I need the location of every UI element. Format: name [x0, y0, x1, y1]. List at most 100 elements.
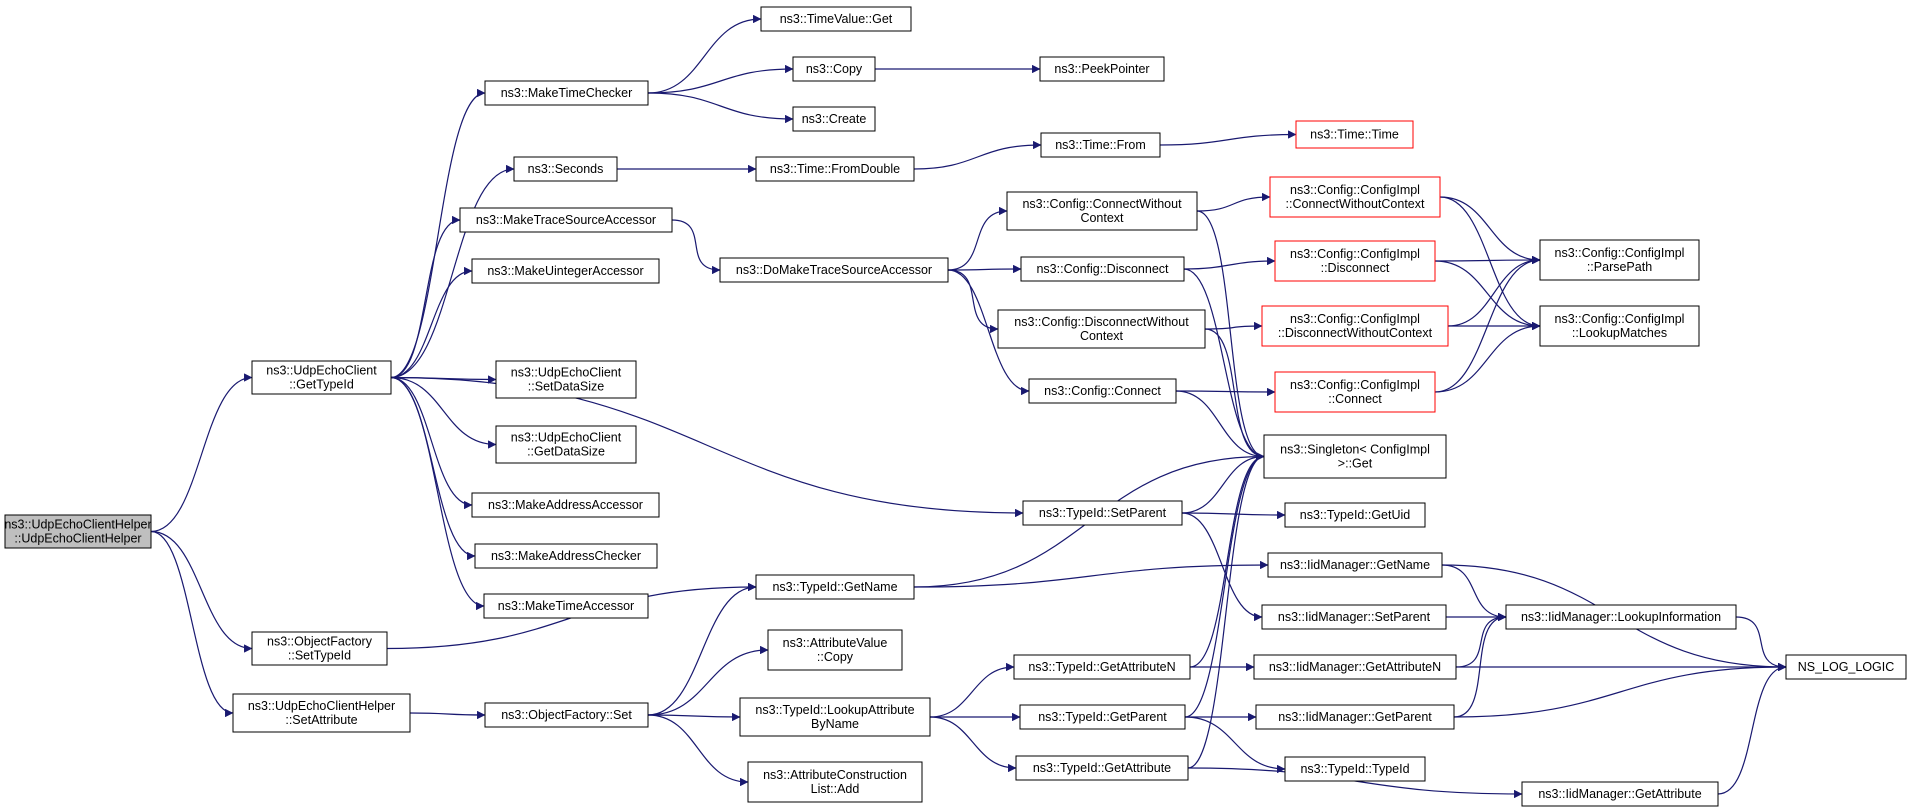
node-box-getattrn — [1013, 654, 1191, 680]
node-typeidtypeid[interactable]: ns3::TypeId::TypeId — [1284, 756, 1426, 782]
node-nslog[interactable]: NS_LOG_LOGIC — [1785, 654, 1907, 680]
node-box-create — [792, 106, 876, 132]
node-cfgconn[interactable]: ns3::Config::Connect — [1028, 378, 1177, 404]
node-label-implconnwc-1: ::ConnectWithoutContext — [1286, 197, 1425, 211]
edge-getparent-to-typeidtypeid — [1184, 716, 1286, 774]
node-gettypeid[interactable]: ns3::UdpEchoClient::GetTypeId — [251, 360, 392, 395]
node-box-lookupattr — [739, 697, 931, 737]
edge-ofset-to-attrconstr — [647, 714, 749, 787]
node-iidgetattr[interactable]: ns3::IidManager::GetAttribute — [1521, 781, 1719, 807]
node-label-maketracesrc-0: ns3::MakeTraceSourceAccessor — [476, 213, 656, 227]
edge-getparent-to-singleton — [1184, 452, 1265, 718]
node-box-impldisc — [1274, 240, 1436, 282]
node-label-attrconstr-1: List::Add — [811, 782, 860, 796]
node-copy[interactable]: ns3::Copy — [792, 56, 876, 82]
node-fromdouble[interactable]: ns3::Time::FromDouble — [755, 156, 915, 182]
node-setparent[interactable]: ns3::TypeId::SetParent — [1022, 500, 1183, 526]
node-seconds[interactable]: ns3::Seconds — [513, 156, 618, 182]
node-box-helpersetattr — [232, 693, 411, 733]
node-attrvalcopy[interactable]: ns3::AttributeValue::Copy — [767, 629, 903, 671]
node-box-makeuinteger — [471, 258, 660, 284]
node-label-fromdouble-0: ns3::Time::FromDouble — [770, 162, 900, 176]
node-lookupmatches[interactable]: ns3::Config::ConfigImpl::LookupMatches — [1539, 305, 1700, 347]
node-label-implconnwc-0: ns3::Config::ConfigImpl — [1290, 183, 1420, 197]
edge-lookupinfo-to-nslog — [1735, 616, 1787, 672]
node-timevalueget[interactable]: ns3::TimeValue::Get — [760, 6, 912, 32]
edge-maketimechecker-to-copy — [647, 64, 794, 94]
node-root[interactable]: ns3::UdpEchoClientHelper::UdpEchoClientH… — [4, 514, 152, 549]
node-box-seconds — [513, 156, 618, 182]
node-lookupinfo[interactable]: ns3::IidManager::LookupInformation — [1505, 604, 1737, 630]
node-cfgconnwc[interactable]: ns3::Config::ConnectWithoutContext — [1006, 191, 1198, 231]
node-getuid[interactable]: ns3::TypeId::GetUid — [1284, 502, 1426, 528]
node-maketimeacc[interactable]: ns3::MakeTimeAccessor — [483, 593, 649, 619]
node-makeuinteger[interactable]: ns3::MakeUintegerAccessor — [471, 258, 660, 284]
node-label-maketimechecker-0: ns3::MakeTimeChecker — [501, 86, 633, 100]
edge-gettypeid-to-maketimechecker — [390, 88, 486, 379]
node-getattr[interactable]: ns3::TypeId::GetAttribute — [1015, 755, 1189, 781]
edge-lookupattr-to-getattrn — [929, 662, 1015, 718]
edge-cfgconn-to-implconn — [1175, 387, 1276, 397]
node-box-getdatasize — [495, 425, 637, 464]
node-maketimechecker[interactable]: ns3::MakeTimeChecker — [484, 80, 649, 106]
node-box-lookupinfo — [1505, 604, 1737, 630]
edge-gettypeid-to-makeuinteger — [390, 266, 473, 379]
node-box-ofset — [484, 702, 649, 728]
node-iidgetparent[interactable]: ns3::IidManager::GetParent — [1255, 704, 1455, 730]
node-timefrom[interactable]: ns3::Time::From — [1040, 132, 1161, 158]
node-label-impldisc-0: ns3::Config::ConfigImpl — [1290, 247, 1420, 261]
node-impldiscwc[interactable]: ns3::Config::ConfigImpl::DisconnectWitho… — [1261, 305, 1449, 347]
node-label-cfgconnwc-0: ns3::Config::ConnectWithout — [1022, 197, 1182, 211]
node-iidgetname[interactable]: ns3::IidManager::GetName — [1267, 552, 1443, 578]
node-box-peekpointer — [1039, 56, 1165, 82]
node-parsepath[interactable]: ns3::Config::ConfigImpl::ParsePath — [1539, 239, 1700, 281]
node-label-typeidtypeid-0: ns3::TypeId::TypeId — [1300, 762, 1409, 776]
node-implconnwc[interactable]: ns3::Config::ConfigImpl::ConnectWithoutC… — [1269, 176, 1441, 218]
node-label-getattr-0: ns3::TypeId::GetAttribute — [1033, 761, 1171, 775]
node-ofset[interactable]: ns3::ObjectFactory::Set — [484, 702, 649, 728]
node-implconn[interactable]: ns3::Config::ConfigImpl::Connect — [1274, 371, 1436, 413]
node-label-lookupattr-0: ns3::TypeId::LookupAttribute — [755, 703, 914, 717]
node-cfgdisc[interactable]: ns3::Config::Disconnect — [1020, 256, 1185, 282]
node-getparent[interactable]: ns3::TypeId::GetParent — [1019, 704, 1186, 730]
node-create[interactable]: ns3::Create — [792, 106, 876, 132]
call-edges — [150, 14, 1787, 799]
node-iidgetattrn[interactable]: ns3::IidManager::GetAttributeN — [1253, 654, 1457, 680]
node-label-root-1: ::UdpEchoClientHelper — [14, 532, 141, 546]
edge-gettypeid-to-maketimeacc — [390, 376, 485, 611]
node-maketracesrc[interactable]: ns3::MakeTraceSourceAccessor — [459, 207, 673, 233]
node-getattrn[interactable]: ns3::TypeId::GetAttributeN — [1013, 654, 1191, 680]
node-setdatasize[interactable]: ns3::UdpEchoClient::SetDataSize — [495, 360, 637, 399]
node-box-iidgetattrn — [1253, 654, 1457, 680]
node-box-timetime — [1295, 120, 1414, 149]
node-getname[interactable]: ns3::TypeId::GetName — [755, 574, 915, 600]
node-timetime[interactable]: ns3::Time::Time — [1295, 120, 1414, 149]
node-getdatasize[interactable]: ns3::UdpEchoClient::GetDataSize — [495, 425, 637, 464]
node-cfgdiscwc[interactable]: ns3::Config::DisconnectWithoutContext — [997, 309, 1206, 349]
node-makeaddrchk[interactable]: ns3::MakeAddressChecker — [474, 543, 658, 569]
node-singleton[interactable]: ns3::Singleton< ConfigImpl>::Get — [1263, 434, 1447, 479]
node-makeaddracc[interactable]: ns3::MakeAddressAccessor — [471, 492, 660, 518]
node-helpersetattr[interactable]: ns3::UdpEchoClientHelper::SetAttribute — [232, 693, 411, 733]
node-peekpointer[interactable]: ns3::PeekPointer — [1039, 56, 1165, 82]
node-label-getdatasize-0: ns3::UdpEchoClient — [511, 431, 622, 445]
node-impldisc[interactable]: ns3::Config::ConfigImpl::Disconnect — [1274, 240, 1436, 282]
edge-setparent-to-getuid — [1181, 510, 1286, 520]
node-box-cfgdiscwc — [997, 309, 1206, 349]
node-label-attrconstr-0: ns3::AttributeConstruction — [763, 768, 907, 782]
edge-domaketrace-to-cfgconnwc — [947, 206, 1008, 271]
node-domaketrace[interactable]: ns3::DoMakeTraceSourceAccessor — [719, 257, 949, 283]
edge-implconnwc-to-parsepath — [1439, 196, 1541, 265]
edge-ofset-to-lookupattr — [647, 712, 741, 722]
node-ofsettypeid[interactable]: ns3::ObjectFactory::SetTypeId — [251, 631, 388, 666]
node-label-impldiscwc-0: ns3::Config::ConfigImpl — [1290, 312, 1420, 326]
node-box-iidsetparent — [1261, 604, 1447, 630]
edge-gettypeid-to-getdatasize — [390, 376, 497, 449]
node-iidsetparent[interactable]: ns3::IidManager::SetParent — [1261, 604, 1447, 630]
edge-domaketrace-to-cfgdiscwc — [947, 269, 999, 334]
node-label-copy-0: ns3::Copy — [806, 62, 863, 76]
node-box-maketimechecker — [484, 80, 649, 106]
node-label-attrvalcopy-1: ::Copy — [817, 650, 854, 664]
